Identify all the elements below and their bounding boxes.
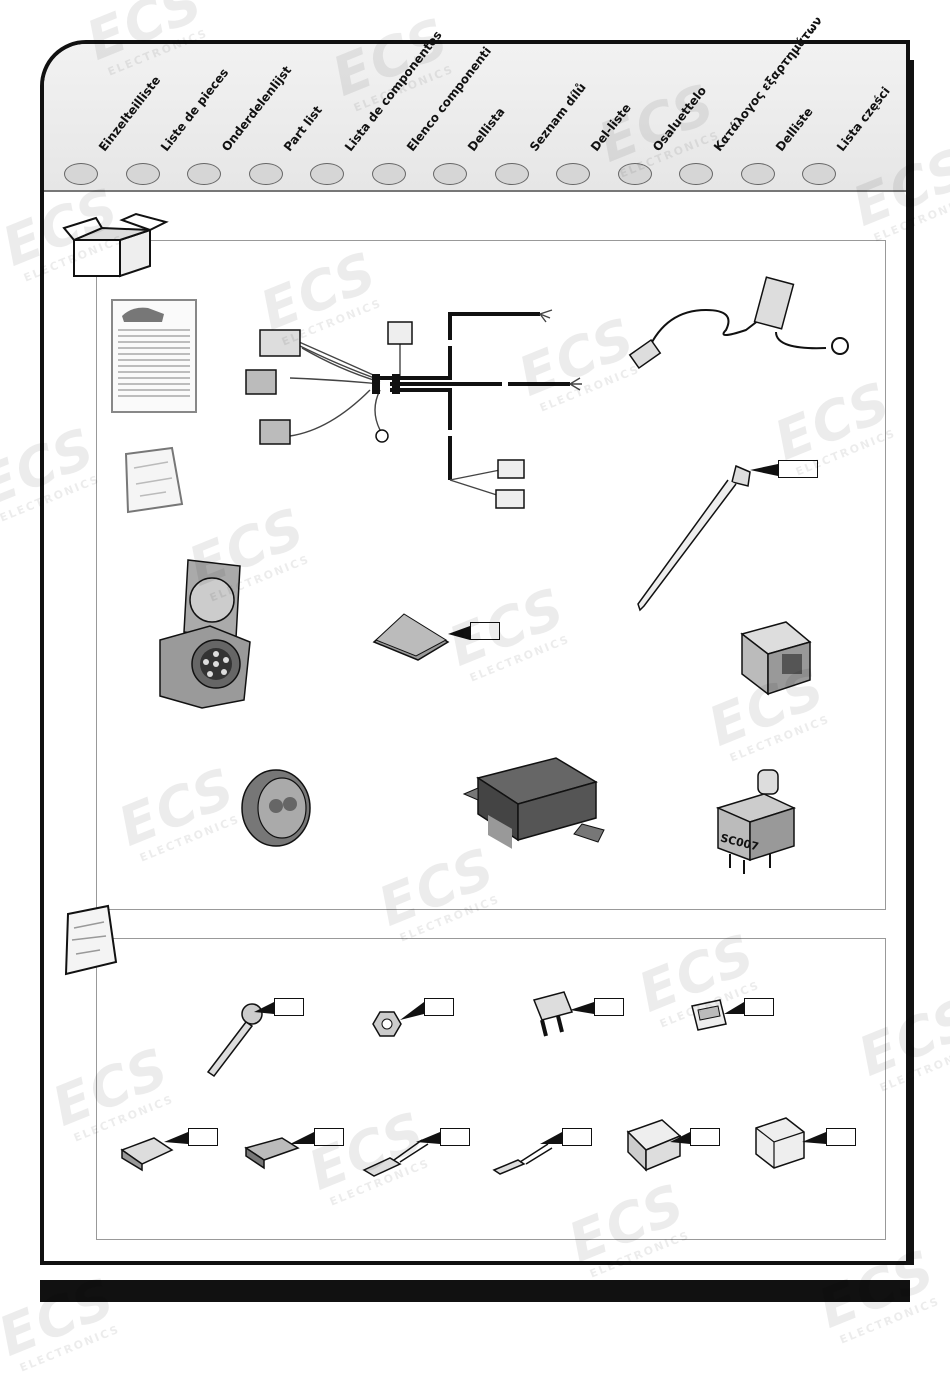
fuse-icon bbox=[532, 991, 574, 1037]
lang-select-el[interactable] bbox=[679, 163, 713, 185]
bag-contents-panel bbox=[96, 938, 886, 1240]
part-tag-cable-tie bbox=[778, 460, 818, 478]
part-tag-terminal-male bbox=[562, 1128, 592, 1146]
box-icon bbox=[62, 212, 169, 278]
wire-clip-icon bbox=[626, 1119, 682, 1172]
plug-housing-icon bbox=[755, 1117, 805, 1169]
terminal-female-icon bbox=[362, 1139, 429, 1177]
frame-shadow bbox=[906, 60, 914, 1265]
fuse-holder-icon bbox=[691, 999, 727, 1031]
footer-bar bbox=[40, 1280, 910, 1302]
switch-icon bbox=[241, 769, 311, 847]
lang-select-de[interactable] bbox=[64, 163, 98, 185]
instruction-sheet-icon bbox=[111, 299, 197, 413]
connector-female-icon bbox=[244, 1137, 300, 1170]
part-tag-fuse-holder bbox=[744, 998, 774, 1016]
lang-select-es[interactable] bbox=[310, 163, 344, 185]
trailer-socket-icon bbox=[159, 559, 251, 709]
part-tag-bolt bbox=[274, 998, 304, 1016]
part-tag-connector-female bbox=[314, 1128, 344, 1146]
plastic-bag-icon bbox=[124, 446, 184, 514]
bolt-icon bbox=[206, 1003, 263, 1078]
relay-icon bbox=[740, 621, 812, 696]
documents-icon bbox=[372, 613, 450, 661]
connector-male-icon bbox=[120, 1137, 174, 1172]
lang-select-en[interactable] bbox=[249, 163, 283, 185]
wiring-harness-icon bbox=[245, 309, 582, 509]
part-tag-nut bbox=[424, 998, 454, 1016]
relay-sc007-icon bbox=[715, 769, 797, 874]
terminal-male-icon bbox=[492, 1143, 553, 1175]
lang-select-pl[interactable] bbox=[802, 163, 836, 185]
part-tag-fuse bbox=[594, 998, 624, 1016]
part-tag-plug-housing bbox=[826, 1128, 856, 1146]
lang-select-fr[interactable] bbox=[126, 163, 160, 185]
bag-icon bbox=[64, 904, 118, 976]
lang-select-sv[interactable] bbox=[433, 163, 467, 185]
part-tag-terminal-female bbox=[440, 1128, 470, 1146]
nut-icon bbox=[372, 1011, 402, 1037]
header-divider bbox=[44, 190, 906, 192]
switch-off-cable-icon bbox=[628, 276, 849, 370]
lang-select-fi[interactable] bbox=[618, 163, 652, 185]
part-tag-wire-clip bbox=[690, 1128, 720, 1146]
lang-select-cs[interactable] bbox=[495, 163, 529, 185]
control-module-icon bbox=[462, 757, 605, 849]
lang-select-da[interactable] bbox=[556, 163, 590, 185]
lang-select-nl[interactable] bbox=[187, 163, 221, 185]
lang-select-no[interactable] bbox=[741, 163, 775, 185]
cable-tie-icon bbox=[637, 464, 751, 612]
leader-lines bbox=[164, 464, 826, 1144]
part-tag-documents bbox=[470, 622, 500, 640]
part-tag-connector-male bbox=[188, 1128, 218, 1146]
lang-select-it[interactable] bbox=[372, 163, 406, 185]
